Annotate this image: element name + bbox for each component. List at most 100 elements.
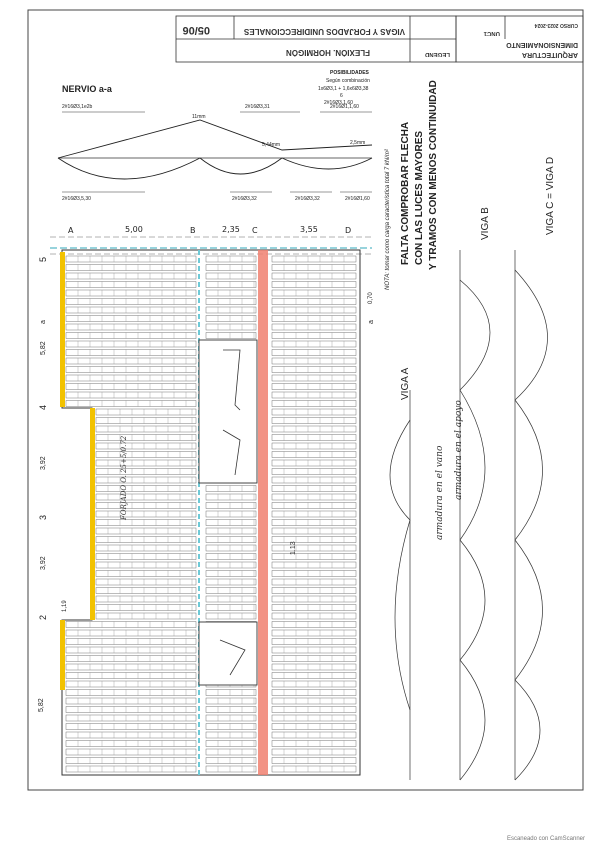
nervio-right: 2,5mm (350, 140, 366, 146)
joist-row (65, 689, 197, 696)
joist-row (65, 349, 197, 356)
joist-row (65, 621, 197, 628)
joist-row (205, 502, 257, 509)
handwritten-note-1: armadura en el apoyo (454, 400, 464, 500)
viga-b-label: VIGA B (480, 207, 491, 240)
joist-row (95, 510, 197, 518)
nervio-top-left: 2#16Ø3,1e2b (62, 104, 93, 110)
joist-row (271, 315, 357, 322)
joist-row (205, 731, 257, 739)
nervio-top-mid: 2#16Ø3,31 (245, 104, 270, 110)
sheet-unit: UNC1 (483, 30, 500, 36)
joist-row (271, 714, 357, 722)
span-label-54: 5,82 (40, 341, 47, 355)
joist-row (271, 400, 357, 407)
axis-number-2: 2 (38, 614, 48, 620)
joist-row (205, 255, 257, 263)
joist-row (95, 604, 197, 611)
joist-row (271, 689, 357, 696)
joist-row (65, 638, 197, 645)
joist-row (65, 723, 197, 730)
joist-row (271, 272, 357, 280)
joist-row (271, 264, 357, 271)
joist-row (205, 748, 257, 756)
joist-row (271, 646, 357, 654)
joist-row (65, 740, 197, 747)
joist-row (65, 706, 197, 713)
joist-row (205, 765, 257, 773)
joist-row (271, 587, 357, 594)
joist-row (205, 281, 257, 288)
joist-row (271, 476, 357, 484)
joist-row (271, 340, 357, 348)
joist-row (95, 485, 197, 492)
sheet-title: VIGAS Y FORJADOS UNIDIRECCIONALES (243, 27, 405, 36)
joist-row (95, 536, 197, 543)
joist-row (95, 468, 197, 475)
joist-row (271, 612, 357, 620)
joist-row (205, 595, 257, 603)
joist-row (271, 485, 357, 492)
joist-row (205, 493, 257, 501)
joist-row (65, 374, 197, 382)
joist-row (271, 595, 357, 603)
sheet-course: CURSO 2023-2024 (534, 22, 578, 28)
joist-row (205, 272, 257, 280)
joist-row (271, 536, 357, 543)
joist-row (205, 544, 257, 552)
nervio-note-1: POSIBILIDADES (330, 70, 369, 76)
joist-row (95, 502, 197, 509)
note-line-3: Y TRAMOS CON MENOS CONTINUIDAD (428, 80, 439, 270)
joist-row (271, 442, 357, 450)
joist-row (65, 672, 197, 679)
joist-row (271, 697, 357, 705)
joist-row (65, 281, 197, 288)
joist-row (271, 510, 357, 518)
floor-outline (61, 249, 361, 776)
joist-row (271, 604, 357, 611)
nervio-title: NERVIO a-a (62, 84, 112, 94)
joist-row (95, 425, 197, 433)
joist-row (271, 723, 357, 730)
axis-label-c: C (252, 226, 258, 235)
axis-number-4: 4 (38, 404, 48, 410)
small-label-070: 0,70 (368, 292, 374, 304)
joist-row (205, 510, 257, 518)
joist-row (271, 740, 357, 747)
axis-label-b: B (190, 226, 196, 235)
joist-row (271, 374, 357, 382)
joist-row (65, 357, 197, 365)
joist-row (205, 553, 257, 560)
joist-row (65, 306, 197, 314)
joist-row (271, 425, 357, 433)
span-label-cd: 3,55 (300, 225, 318, 234)
joist-row (65, 323, 197, 331)
joist-row (205, 689, 257, 696)
joist-row (271, 757, 357, 764)
joist-row (65, 272, 197, 280)
joist-row (65, 332, 197, 339)
joist-row (65, 731, 197, 739)
scanner-footer: Escaneado con CamScanner (506, 836, 585, 842)
joist-row (271, 731, 357, 739)
joist-row (205, 706, 257, 713)
note-line-1: FALTA COMPROBAR FLECHA (400, 121, 411, 265)
joist-row (95, 553, 197, 560)
viga-diagrams (389, 250, 548, 781)
joist-row (271, 663, 357, 671)
joist-row (95, 578, 197, 586)
joist-row (205, 570, 257, 577)
joist-row (271, 672, 357, 679)
joist-row (65, 391, 197, 399)
joist-row (65, 655, 197, 662)
span-label-43: 3,92 (40, 456, 47, 470)
joist-row (271, 434, 357, 441)
span-label-bc: 2,35 (222, 225, 240, 234)
joist-row (271, 332, 357, 339)
nervio-peak: 11mm (192, 114, 206, 120)
handwritten-note-3: FORJADO O. 25+5/0.72 (120, 435, 128, 520)
viga-a-label: VIGA A (400, 367, 411, 400)
joist-row (95, 595, 197, 603)
span-label-32: 3,92 (40, 556, 47, 570)
nervio-note-4: 6 (340, 93, 343, 99)
